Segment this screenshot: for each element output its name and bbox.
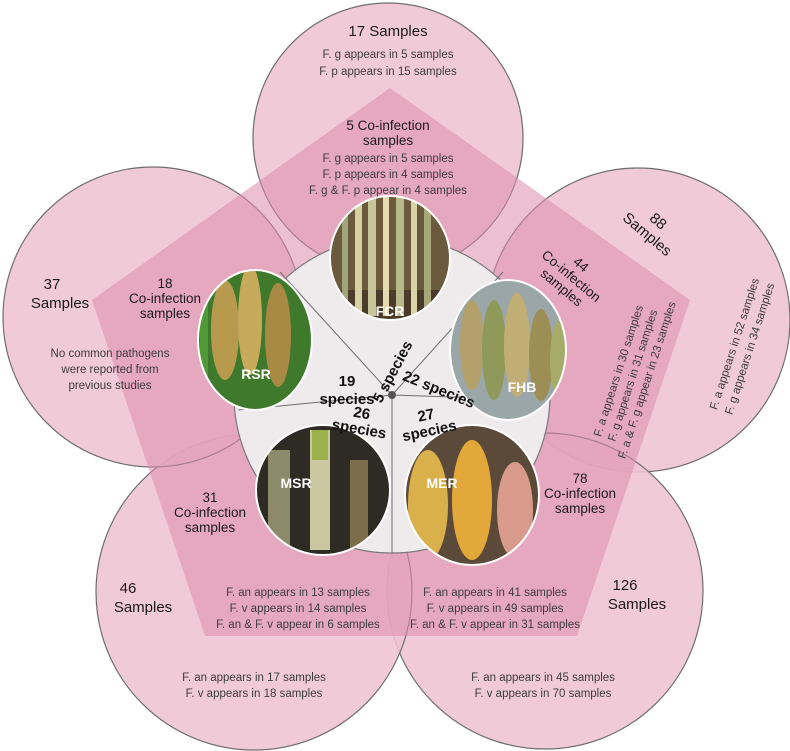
note-fcr-1: F. g appears in 5 samples	[322, 49, 453, 61]
samples-rsr-number: 37	[44, 276, 61, 293]
species-rsr-word: species	[319, 391, 374, 408]
coinf-title-rsr-2: Co-infection	[129, 291, 201, 306]
label-mer: MER	[426, 475, 457, 491]
coinf-title-mer-3: samples	[555, 501, 606, 516]
species-mer-number: 27	[416, 406, 436, 426]
coinf-title-msr-3: samples	[185, 520, 236, 535]
coinf-title-fcr-1: 5 Co-infection	[346, 118, 429, 133]
note-mer-1: F. an appears in 45 samples	[471, 672, 615, 684]
label-msr: MSR	[280, 475, 311, 491]
species-rsr: 19 species	[319, 373, 374, 408]
samples-rsr-word: Samples	[31, 295, 89, 312]
coinf-note-msr-3: F. an & F. v appear in 6 samples	[216, 619, 380, 631]
species-msr-number: 26	[352, 404, 371, 424]
center-dot	[388, 391, 396, 399]
label-fcr: FCR	[376, 303, 405, 319]
note-rsr-1: No common pathogens	[51, 348, 170, 360]
note-rsr-2: were reported from	[60, 364, 158, 376]
species-rsr-number: 19	[339, 373, 356, 390]
coinf-title-fcr-2: samples	[363, 133, 414, 148]
coinf-title-rsr-3: samples	[140, 306, 191, 321]
coinf-note-mer-2: F. v appears in 49 samples	[427, 603, 564, 615]
coinf-note-mer-3: F. an & F. v appear in 31 samples	[410, 619, 580, 631]
note-fcr-2: F. p appears in 15 samples	[319, 66, 457, 78]
coinf-note-fcr-3: F. g & F. p appear in 4 samples	[309, 185, 467, 197]
coinf-note-msr-1: F. an appears in 13 samples	[226, 587, 370, 599]
coinf-title-mer-1: 78	[572, 471, 587, 486]
coinf-note-mer-1: F. an appears in 41 samples	[423, 587, 567, 599]
samples-mer-word: Samples	[608, 596, 666, 613]
photo-mer	[404, 424, 540, 566]
label-fhb: FHB	[508, 379, 537, 395]
coinf-title-mer-2: Co-infection	[544, 486, 616, 501]
samples-msr-number: 46	[120, 580, 137, 597]
samples-msr-word: Samples	[114, 599, 172, 616]
coinf-title-rsr-1: 18	[157, 276, 172, 291]
label-rsr: RSR	[241, 366, 271, 382]
samples-mer-number: 126	[612, 577, 637, 594]
coinf-title-msr-2: Co-infection	[174, 505, 246, 520]
coinf-note-fcr-2: F. p appears in 4 samples	[322, 169, 453, 181]
photo-msr	[255, 424, 391, 556]
coinf-note-fcr-1: F. g appears in 5 samples	[322, 153, 453, 165]
note-msr-2: F. v appears in 18 samples	[186, 688, 323, 700]
samples-fcr: 17 Samples	[348, 23, 427, 40]
coinf-note-msr-2: F. v appears in 14 samples	[230, 603, 367, 615]
note-msr-1: F. an appears in 17 samples	[182, 672, 326, 684]
photo-fhb	[449, 279, 567, 421]
coinf-title-msr-1: 31	[202, 490, 217, 505]
note-mer-2: F. v appears in 70 samples	[475, 688, 612, 700]
note-rsr-3: previous studies	[68, 380, 151, 392]
photo-rsr	[197, 269, 313, 411]
